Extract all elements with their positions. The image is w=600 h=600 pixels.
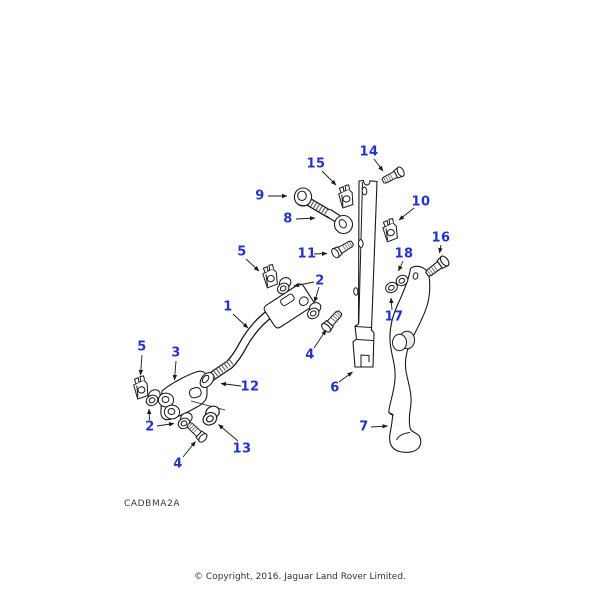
clevis-hole bbox=[298, 296, 309, 306]
callout-16[interactable]: 16 bbox=[431, 230, 451, 246]
part-3-pivot-bracket bbox=[157, 370, 208, 421]
callout-5-lower[interactable]: 5 bbox=[137, 339, 147, 355]
part-3-slot bbox=[188, 386, 202, 399]
callout-18[interactable]: 18 bbox=[394, 246, 414, 262]
part-5-clip-lower bbox=[132, 375, 150, 400]
callout-4-lower[interactable]: 4 bbox=[173, 456, 183, 472]
callout-17[interactable]: 17 bbox=[384, 309, 404, 325]
part-4-bolt-upper bbox=[319, 308, 345, 335]
callout-5-upper[interactable]: 5 bbox=[237, 244, 247, 260]
callout-6[interactable]: 6 bbox=[330, 380, 340, 396]
callout-4-upper[interactable]: 4 bbox=[305, 347, 315, 363]
callout-12[interactable]: 12 bbox=[240, 379, 260, 395]
part-10-clip bbox=[381, 217, 400, 243]
clevis-slot bbox=[280, 293, 295, 307]
callout-11[interactable]: 11 bbox=[297, 246, 317, 262]
part-7-pedal-bracket bbox=[388, 265, 431, 453]
callout-1[interactable]: 1 bbox=[223, 299, 233, 315]
part-9-bushing bbox=[293, 187, 313, 207]
callout-15[interactable]: 15 bbox=[306, 156, 326, 172]
callout-7[interactable]: 7 bbox=[359, 419, 369, 435]
part-14-bolt bbox=[380, 165, 407, 187]
part-6-mounting-bracket bbox=[352, 179, 378, 368]
leader-lines bbox=[138, 158, 443, 458]
callout-13[interactable]: 13 bbox=[232, 441, 252, 457]
part-1-clevis bbox=[263, 283, 315, 329]
callout-2-upper[interactable]: 2 bbox=[315, 273, 325, 289]
callout-10[interactable]: 10 bbox=[411, 194, 431, 210]
copyright-text: © Copyright, 2016. Jaguar Land Rover Lim… bbox=[194, 572, 406, 582]
part-13-bushing bbox=[198, 403, 225, 429]
callout-14[interactable]: 14 bbox=[359, 144, 379, 160]
part-11-bolt bbox=[329, 238, 356, 260]
callout-9[interactable]: 9 bbox=[255, 188, 265, 204]
part-16-bolt bbox=[423, 254, 452, 280]
diagram-code: CADBMA2A bbox=[124, 499, 181, 509]
alignment-line bbox=[190, 400, 226, 411]
callout-2-lower[interactable]: 2 bbox=[145, 419, 155, 435]
part-15-clip bbox=[337, 184, 355, 209]
part-1-lever bbox=[202, 283, 315, 384]
callout-3[interactable]: 3 bbox=[171, 345, 181, 361]
part-5-clip-upper bbox=[261, 263, 280, 289]
callout-8[interactable]: 8 bbox=[283, 211, 293, 227]
part-7-pivot-peg bbox=[392, 330, 416, 352]
part-12-bushing bbox=[199, 371, 215, 389]
part-8-link-rod bbox=[306, 198, 354, 235]
part-7-mount-hole bbox=[412, 272, 419, 280]
